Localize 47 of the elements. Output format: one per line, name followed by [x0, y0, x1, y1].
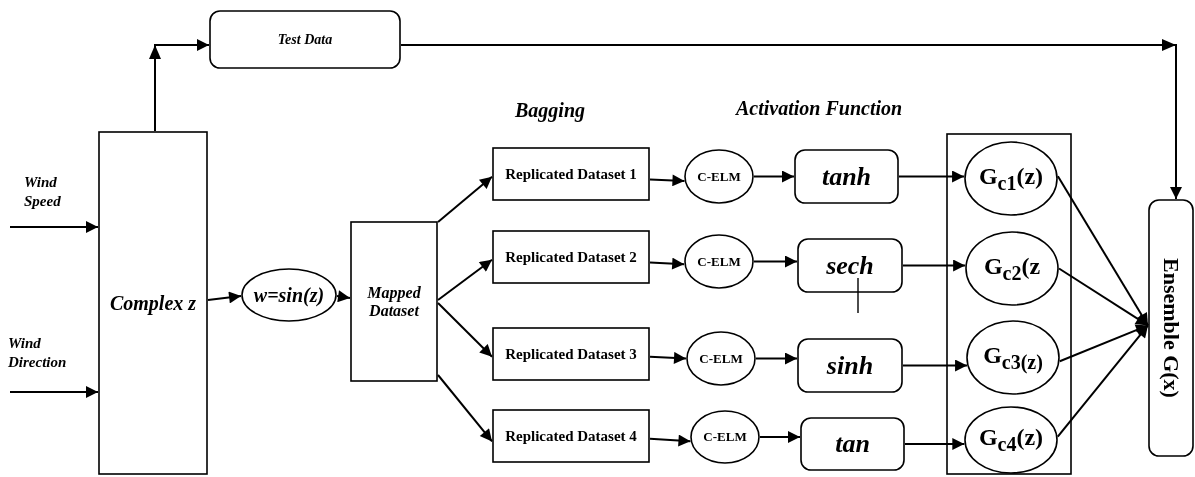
output-ellipse [966, 320, 1060, 395]
group-box [946, 133, 1072, 475]
activation-box [794, 149, 899, 204]
activation-box [797, 238, 903, 293]
annotation-label: Bagging [515, 98, 586, 123]
node-label: Replicated Dataset 4 [504, 427, 638, 445]
dataset-box [492, 230, 650, 284]
node-label: tan [834, 429, 871, 459]
node-label: sinh [825, 350, 875, 381]
process-box [209, 10, 401, 69]
node-label: Ensemble G(x) [1158, 258, 1185, 398]
node-label: G$_{c3(z)}$ [982, 341, 1044, 374]
node-label: Test Data [276, 31, 334, 48]
node-label: C-ELM [698, 350, 744, 367]
node-label: C-ELM [702, 429, 748, 445]
node-label: C-ELM [696, 168, 742, 185]
annotation-label: Activation Function [736, 96, 903, 121]
node-label: Replicated Dataset 3 [504, 345, 638, 363]
node-label: tanh [820, 161, 873, 192]
function-ellipse [241, 268, 337, 322]
node-label: C-ELM [696, 253, 742, 270]
annotation-label: Wind Direction [8, 334, 68, 372]
ensemble-box [1148, 199, 1194, 457]
model-ellipse [684, 149, 754, 204]
activation-box [797, 338, 903, 393]
node-label: Complex z [108, 291, 198, 315]
dataset-box [492, 409, 650, 463]
output-ellipse [965, 231, 1059, 306]
process-box [350, 221, 438, 382]
dataset-box [492, 147, 650, 201]
node-label: G$_{c1}$(z) [977, 162, 1045, 195]
activation-box [800, 417, 905, 471]
model-ellipse [686, 331, 756, 386]
node-label: Replicated Dataset 2 [504, 248, 638, 266]
node-label: Replicated Dataset 1 [504, 165, 638, 183]
output-ellipse [964, 141, 1058, 216]
model-ellipse [690, 410, 760, 464]
node-label: Mapped Dataset [366, 283, 422, 320]
dataset-box [492, 327, 650, 381]
process-box [98, 131, 208, 475]
node-label: sech [825, 250, 875, 281]
node-label: w=sin(z) [252, 283, 326, 307]
output-ellipse [964, 406, 1058, 474]
model-ellipse [684, 234, 754, 289]
annotation-label: Wind Speed [24, 173, 62, 211]
node-label: G$_{c2}$(z [982, 252, 1042, 285]
node-label: G$_{c4}$(z) [977, 424, 1045, 456]
